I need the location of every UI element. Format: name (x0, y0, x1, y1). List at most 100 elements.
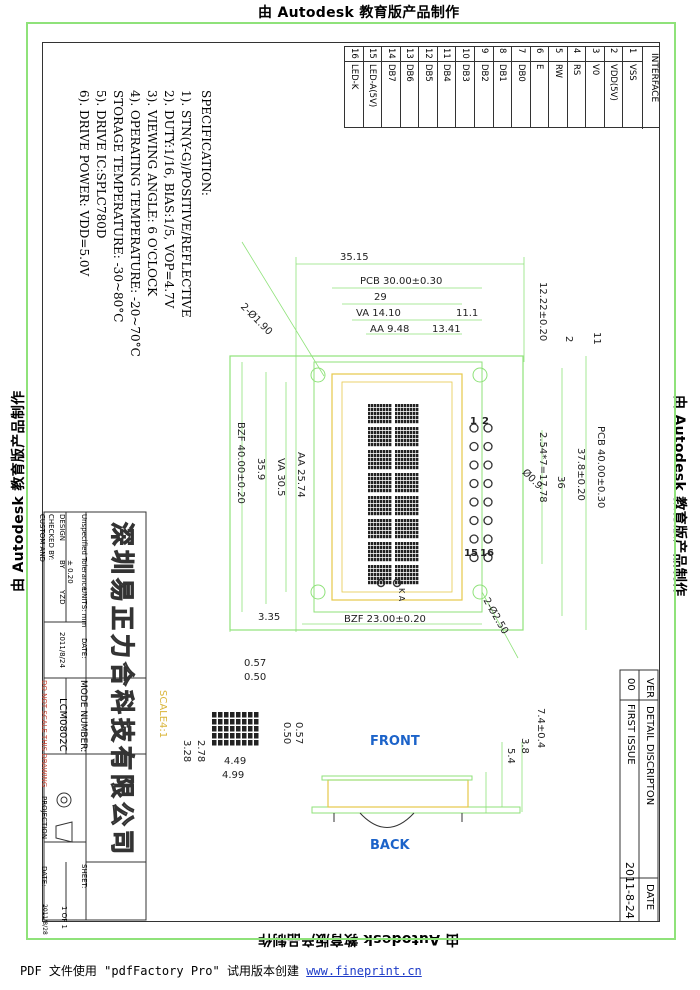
character-cell (395, 565, 419, 585)
side-view-lcd (327, 779, 469, 808)
dim-335: 3.35 (258, 612, 281, 623)
dim-pcb-height: PCB 40.00±0.30 (595, 426, 606, 509)
character-matrix (368, 404, 419, 585)
character-cell (395, 450, 419, 470)
dim-278: 2.78 (195, 740, 206, 763)
tb-mode-label: MODE NUMBER: (78, 680, 88, 753)
pin-hole (469, 515, 479, 526)
tb-sheet-label: SHEET: (80, 864, 88, 889)
dim-378: 37.8±0.20 (575, 448, 586, 501)
tb-design: DESIGN (58, 514, 66, 541)
mount-hole-bl (310, 584, 326, 600)
dim-050a: 0.50 (244, 672, 267, 683)
back-view-label: BACK (370, 838, 410, 853)
character-cell (368, 542, 392, 562)
rev-ver: 00 (625, 678, 636, 691)
dim-3515: 35.15 (340, 252, 369, 263)
pin-hole (469, 478, 479, 489)
drawing-frame (42, 42, 660, 922)
footer-link[interactable]: www.fineprint.cn (306, 964, 422, 978)
pin-hole (469, 441, 479, 452)
view-area (331, 373, 463, 601)
scale-label: SCALE4:1 (157, 690, 168, 739)
tb-by: BY (58, 560, 66, 569)
pin-hole (469, 497, 479, 507)
pdf-footer: PDF 文件使用 "pdfFactory Pro" 试用版本创建 www.fin… (20, 962, 422, 979)
dim-bzf-width: BZF 23.00±0.20 (344, 614, 426, 625)
character-cell (395, 427, 419, 447)
bezel-outline (313, 361, 483, 613)
character-cell (368, 404, 392, 424)
pin-hole (483, 460, 493, 470)
character-cell (368, 473, 392, 493)
dim-38: 3.8 (519, 738, 530, 754)
projection-symbol-circle (56, 792, 72, 808)
dim-29: 29 (374, 292, 387, 303)
tb-custom: CUSTOM AND (38, 514, 46, 562)
tb-tol: ± 0.20 (66, 560, 74, 584)
side-view-bezel (321, 775, 473, 781)
projection-symbol-cone (55, 821, 73, 843)
pin-hole (483, 423, 493, 433)
front-view-label: FRONT (370, 734, 420, 749)
mount-hole-tl (310, 367, 326, 383)
rev-header-date: DATE (644, 884, 655, 911)
dim-bzf-height: BZF 40.00±0.20 (235, 422, 246, 504)
character-cell (395, 519, 419, 539)
pcb-outline (229, 355, 524, 631)
character-cell (368, 496, 392, 516)
rev-desc: FIRST ISSUE (625, 704, 636, 765)
dim-pcb-width: PCB 30.00±0.30 (360, 276, 443, 287)
rev-date: 2011-8-24 (623, 862, 636, 919)
interface-divider (345, 61, 642, 62)
tb-unspecified: Unspecified Tolerance (80, 514, 88, 591)
character-cell (395, 542, 419, 562)
tb-date2-value: 2011/8/28 (41, 904, 48, 935)
character-cell (395, 496, 419, 516)
pin-hole (483, 478, 493, 489)
tb-sheet-value: 1 OF 1 (60, 906, 68, 929)
watermark-top: 由 Autodesk 教育版产品制作 (258, 5, 460, 21)
tb-date-label: DATE: (80, 638, 88, 659)
pin-hole (483, 552, 493, 563)
character-cell (368, 519, 392, 539)
pin-hole (469, 423, 479, 433)
dim-54: 5.4 (505, 748, 516, 764)
pin-hole (483, 515, 493, 526)
character-cell (368, 565, 392, 585)
rev-header-ver: VER (644, 678, 655, 699)
dim-1222: 12.22±0.20 (537, 282, 548, 342)
pin-holes (469, 423, 493, 563)
dim-va-width: VA 14.10 (356, 308, 401, 319)
pin-label-15: 15 (464, 548, 478, 559)
side-view-epoxy (359, 812, 415, 828)
pin-hole (483, 497, 493, 507)
mount-hole-tr (472, 367, 488, 383)
character-cell (368, 427, 392, 447)
dim-449: 4.49 (224, 756, 247, 767)
character-cell (368, 450, 392, 470)
outer-frame (26, 22, 676, 940)
side-view-pcb (311, 806, 521, 814)
dim-36: 36 (555, 476, 566, 489)
pin-hole (469, 460, 479, 470)
dim-111: 11.1 (456, 308, 479, 319)
footer-text: PDF 文件使用 "pdfFactory Pro" 试用版本创建 (20, 964, 299, 978)
pin-label-1: 1 (470, 416, 477, 427)
dim-aa-width: AA 9.48 (370, 324, 410, 335)
pin-hole (483, 441, 493, 452)
tb-checked: CHECKED BY: (47, 514, 55, 561)
dim-2: 2 (563, 336, 574, 343)
dim-va-height: VA 30.5 (275, 458, 286, 497)
dim-050b: 0.50 (281, 722, 292, 745)
